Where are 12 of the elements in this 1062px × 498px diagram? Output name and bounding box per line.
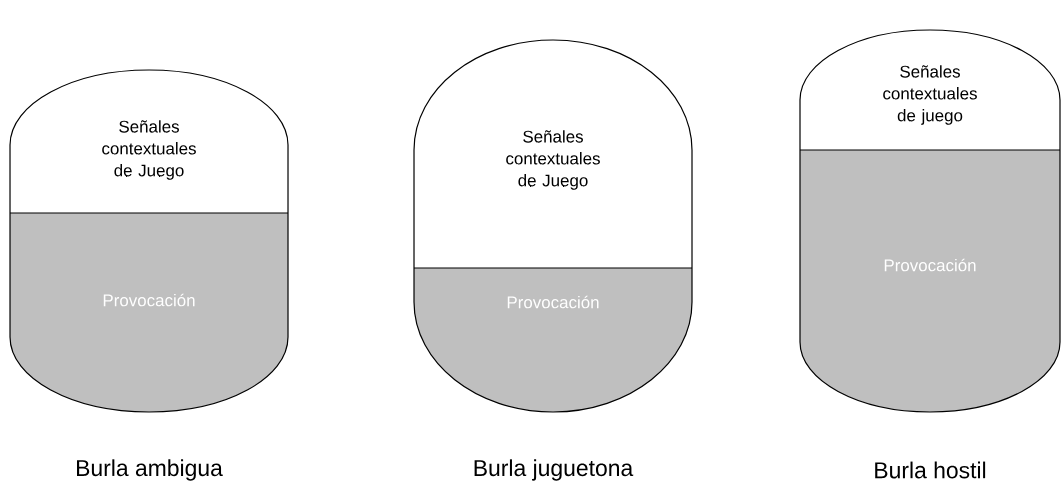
capsule-label: Provocación (507, 295, 599, 309)
caption-text: Burla juguetona (474, 459, 634, 481)
capsule-label: Señales contextuales de Juego (506, 130, 600, 190)
capsule-label: Provocación (884, 258, 976, 272)
split-capsule (799, 29, 1061, 413)
capsule-label: Provocación (103, 293, 195, 307)
caption-text: Burla ambigua (77, 459, 223, 481)
capsule-label: Señales contextuales de juego (883, 65, 977, 125)
capsule-label: Señales contextuales de Juego (102, 120, 196, 180)
caption-text: Burla hostil (875, 461, 986, 479)
split-capsule (413, 39, 693, 413)
split-capsule (9, 69, 289, 413)
